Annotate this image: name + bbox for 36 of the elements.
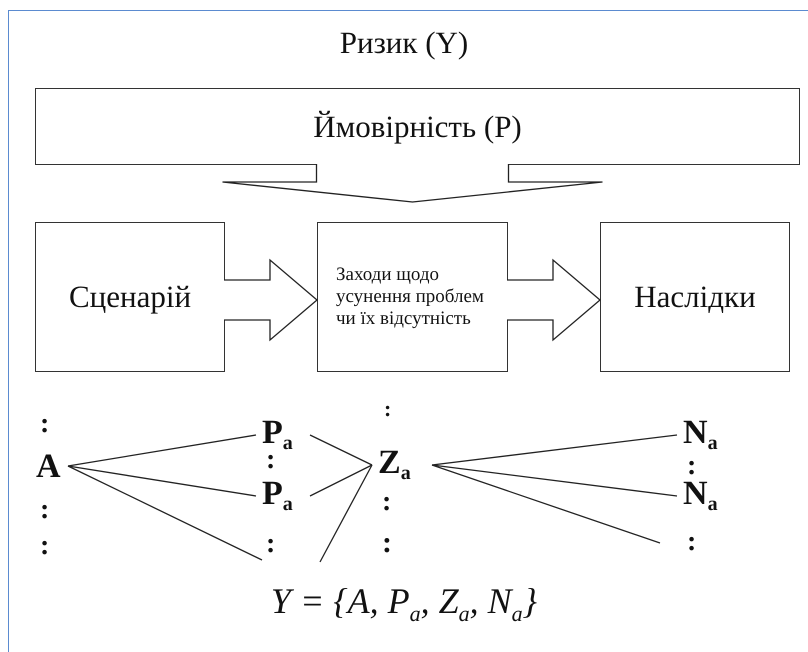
variable-symbol: N$_{a}$ <box>683 477 718 514</box>
process-box <box>35 88 800 165</box>
variable-symbol: P$_{a}$ <box>262 477 293 514</box>
ellipsis-dots: : <box>687 528 696 556</box>
ellipsis-dots: : <box>40 410 50 438</box>
ellipsis-dots: : <box>266 530 276 558</box>
block-arrow <box>506 258 601 342</box>
ellipsis-dots: : <box>40 496 50 524</box>
variable-symbol: Z$_{a}$ <box>378 446 411 483</box>
ellipsis-dots: : <box>40 532 50 560</box>
box-label: Заходи щодо усунення проблем чи їх відсутність <box>336 264 485 330</box>
box-label: Сценарій <box>68 279 192 315</box>
connector-line <box>310 434 372 466</box>
block-arrow <box>222 163 604 203</box>
formula: Y = {A, P$_{a}$, Z$_{a}$, N$_{a}$} <box>270 582 538 626</box>
connector-line <box>432 464 660 544</box>
process-box <box>600 222 790 372</box>
connector-line <box>432 464 678 497</box>
ellipsis-dots: : <box>384 398 392 420</box>
process-box <box>35 222 225 372</box>
connector-line <box>68 434 256 467</box>
box-label: Наслідки <box>634 279 756 315</box>
variable-symbol: N$_{a}$ <box>683 416 718 453</box>
box-label: Ймовірність (P) <box>313 108 522 144</box>
connector-line <box>310 464 372 497</box>
connector-line <box>68 465 256 497</box>
ellipsis-dots: : <box>382 528 392 558</box>
block-arrow <box>223 258 318 342</box>
variable-symbol: A <box>36 450 61 484</box>
connector-line <box>432 434 678 466</box>
ellipsis-dots: : <box>382 488 392 516</box>
connector-line <box>68 465 262 561</box>
diagram-title: Ризик (Y) <box>338 26 470 60</box>
connector-line <box>319 464 373 562</box>
ellipsis-dots: : <box>687 452 696 480</box>
process-box <box>317 222 508 372</box>
